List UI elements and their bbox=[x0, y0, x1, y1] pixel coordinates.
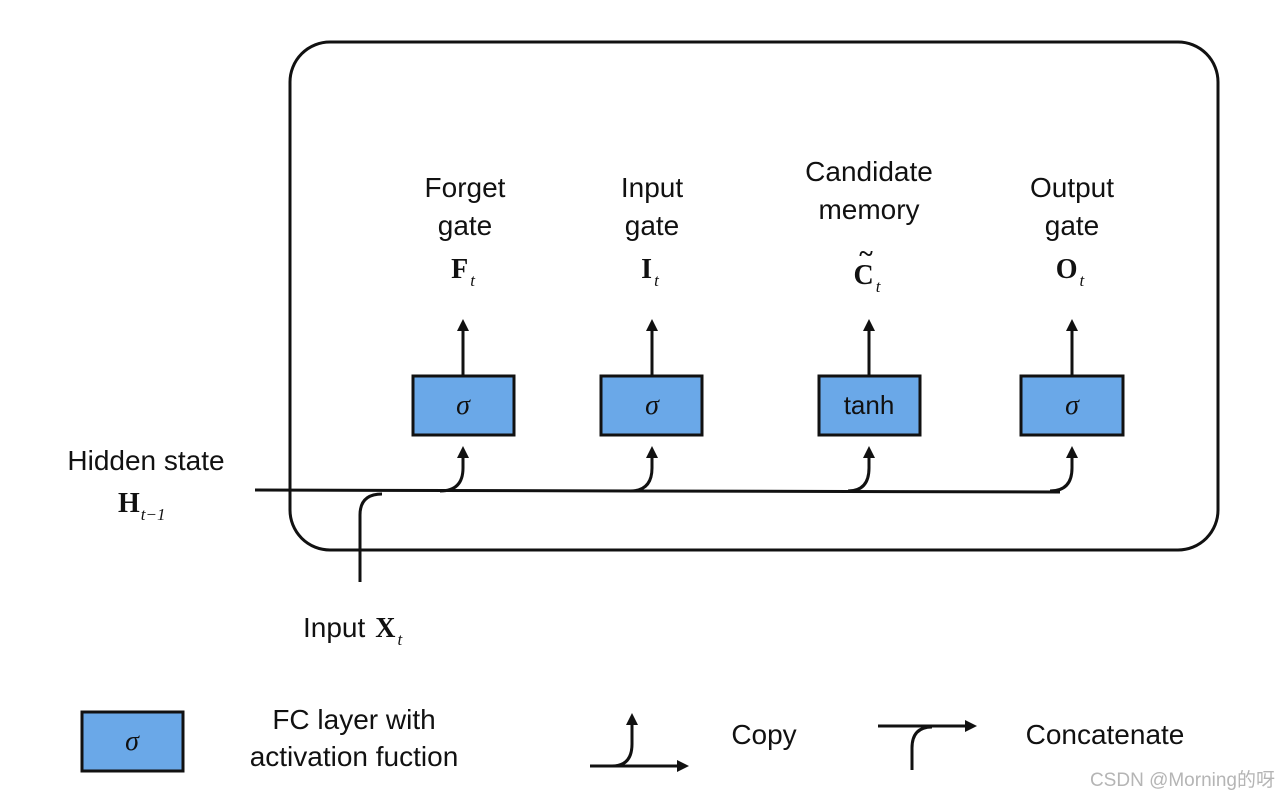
input-line bbox=[358, 492, 383, 582]
legend-concatenate: Concatenate bbox=[878, 719, 1184, 770]
branch-candidate bbox=[847, 446, 875, 493]
copy-icon-branch bbox=[611, 713, 638, 768]
legend-fc-line2: activation fuction bbox=[250, 741, 459, 772]
legend-copy: Copy bbox=[590, 713, 797, 772]
branch-input bbox=[629, 446, 658, 493]
fn-output: σ bbox=[1065, 390, 1080, 421]
fn-candidate: tanh bbox=[844, 390, 895, 420]
legend-copy-label: Copy bbox=[731, 719, 796, 750]
tilde-candidate: ~ bbox=[859, 239, 873, 268]
fc-box-forget bbox=[411, 374, 516, 437]
legend-concat-label: Concatenate bbox=[1026, 719, 1185, 750]
fc-box-candidate bbox=[817, 374, 922, 437]
hidden-state-symbol: Ht−1 bbox=[118, 488, 165, 524]
fn-forget: σ bbox=[456, 390, 471, 421]
label-forget-line1: Forget bbox=[425, 172, 506, 203]
fn-input: σ bbox=[645, 390, 660, 421]
hidden-state-label: Hidden state bbox=[67, 445, 224, 476]
label-input-line2: gate bbox=[625, 210, 680, 241]
watermark: CSDN @Morning的呀 bbox=[1090, 769, 1275, 791]
fc-box-input bbox=[599, 374, 704, 437]
legend-fc: σ FC layer with activation fuction bbox=[80, 704, 459, 773]
label-candidate-line2: memory bbox=[818, 194, 919, 225]
label-output-line1: Output bbox=[1030, 172, 1114, 203]
cell-container bbox=[288, 40, 1220, 552]
branch-forget bbox=[439, 446, 469, 493]
branch-output bbox=[1049, 446, 1078, 493]
label-output-line2: gate bbox=[1045, 210, 1100, 241]
legend-fc-symbol: σ bbox=[125, 726, 140, 757]
concat-icon-merge bbox=[910, 725, 933, 770]
hidden-state-bus bbox=[254, 488, 1061, 494]
label-candidate-line1: Candidate bbox=[805, 156, 933, 187]
label-forget-line2: gate bbox=[438, 210, 493, 241]
legend-fc-line1: FC layer with bbox=[272, 704, 435, 735]
legend-fc-box bbox=[80, 710, 185, 773]
label-input-line1: Input bbox=[621, 172, 683, 203]
